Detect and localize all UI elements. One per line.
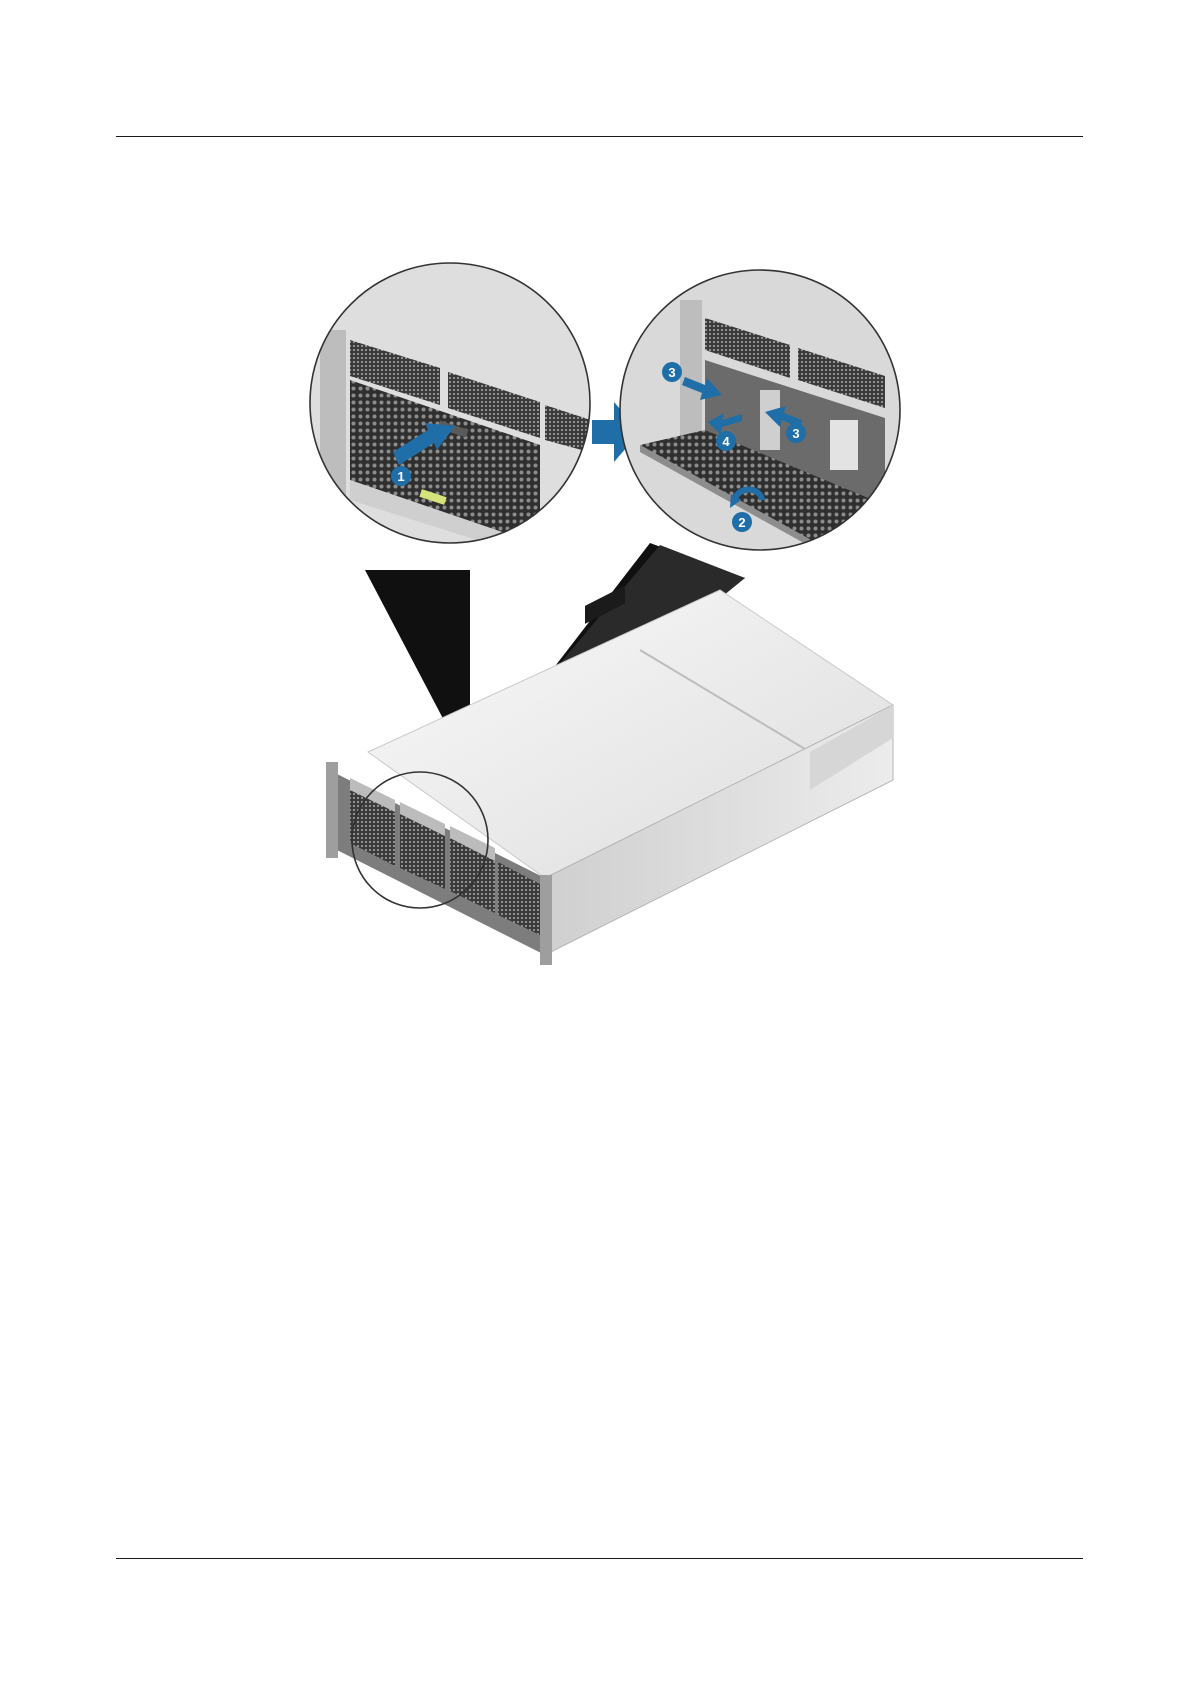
- detail-circle-step-1: 1: [300, 260, 600, 560]
- step-number: 2: [738, 515, 745, 530]
- footer-rule: [116, 1558, 1083, 1559]
- step-number: 3: [668, 365, 675, 380]
- step-number: 1: [397, 469, 404, 484]
- detail-circle-steps-2-4: 3 3 4 2: [620, 270, 910, 560]
- step-number: 3: [792, 426, 799, 441]
- step-number: 4: [722, 434, 730, 449]
